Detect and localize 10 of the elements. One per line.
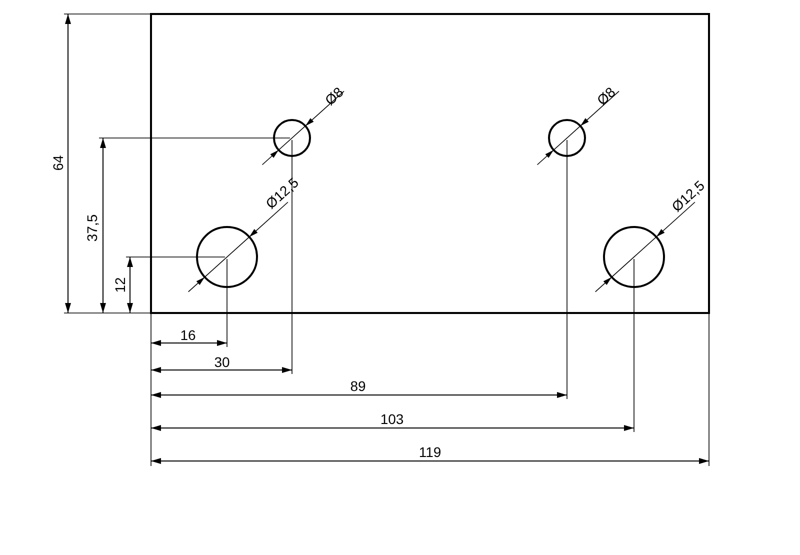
dimension-value: 30: [214, 355, 230, 369]
dimension-value: 37,5: [85, 214, 99, 242]
dimension-value: 12: [113, 277, 127, 293]
dimension-value: 89: [350, 379, 366, 393]
dimension-value: 16: [180, 328, 196, 342]
dimension-value: 103: [380, 412, 404, 426]
dimension-value: 64: [51, 155, 65, 171]
dimension-value: Ø8: [322, 84, 346, 108]
dimension-value: Ø8: [594, 84, 618, 108]
dimension-value: 119: [418, 445, 442, 459]
